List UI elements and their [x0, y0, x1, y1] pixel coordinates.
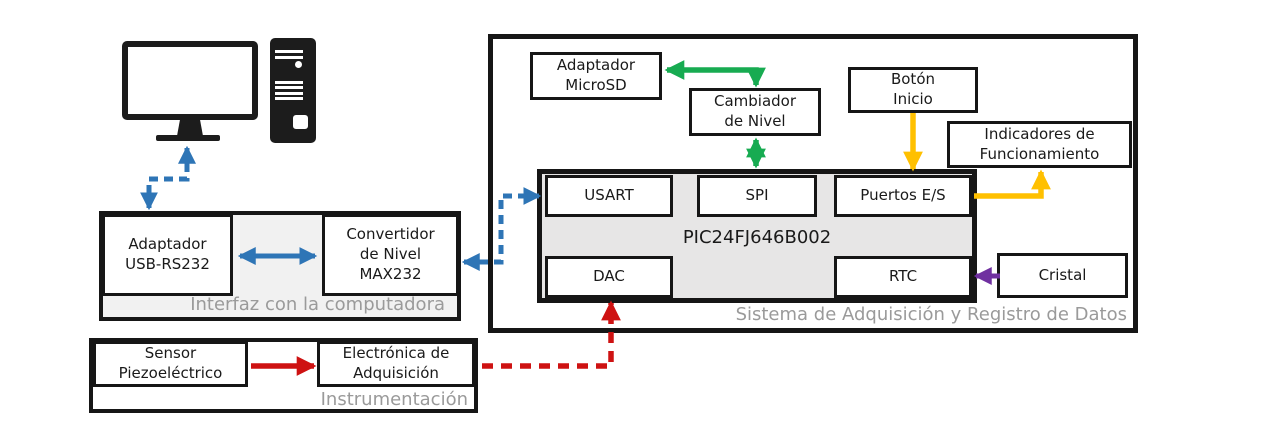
drive-bay-icon [293, 115, 308, 129]
monitor-icon [122, 41, 258, 120]
monitor-stand-icon [177, 119, 203, 136]
tower-vent-line-icon [275, 55, 303, 59]
box-dac: DAC [545, 256, 673, 298]
box-crystal: Cristal [997, 253, 1128, 298]
box-piezo-sensor: Sensor Piezoeléctrico [93, 341, 248, 387]
tower-vent-line-icon [275, 50, 303, 53]
computer-interface-label: Interfaz con la computadora [190, 294, 445, 315]
arrow-pc-usbadapter [140, 145, 196, 211]
box-rtc: RTC [834, 256, 972, 298]
box-start-button: Botón Inicio [848, 67, 978, 113]
box-usb-rs232-adapter: Adaptador USB-RS232 [102, 214, 233, 296]
tower-vent-line-icon [275, 80, 303, 84]
monitor-base-icon [156, 135, 220, 141]
tower-vent-line-icon [275, 91, 303, 95]
acquisition-system-label: Sistema de Adquisición y Registro de Dat… [735, 304, 1127, 325]
box-acquisition-electronics: Electrónica de Adquisición [317, 341, 475, 387]
box-level-shifter: Cambiador de Nivel [689, 88, 821, 136]
box-microsd-adapter: Adaptador MicroSD [530, 52, 662, 100]
power-button-icon [295, 61, 302, 68]
tower-vent-line-icon [275, 97, 303, 100]
mcu-part-number: PIC24FJ646B002 [682, 227, 832, 248]
box-status-indicators: Indicadores de Funcionamiento [947, 121, 1132, 168]
box-spi: SPI [697, 175, 817, 217]
box-io-ports: Puertos E/S [834, 175, 972, 217]
tower-vent-line-icon [275, 86, 303, 89]
box-usart: USART [545, 175, 673, 217]
box-max232-converter: Convertidor de Nivel MAX232 [322, 214, 459, 296]
computer-tower-icon [270, 38, 316, 143]
instrumentation-label: Instrumentación [320, 389, 468, 410]
